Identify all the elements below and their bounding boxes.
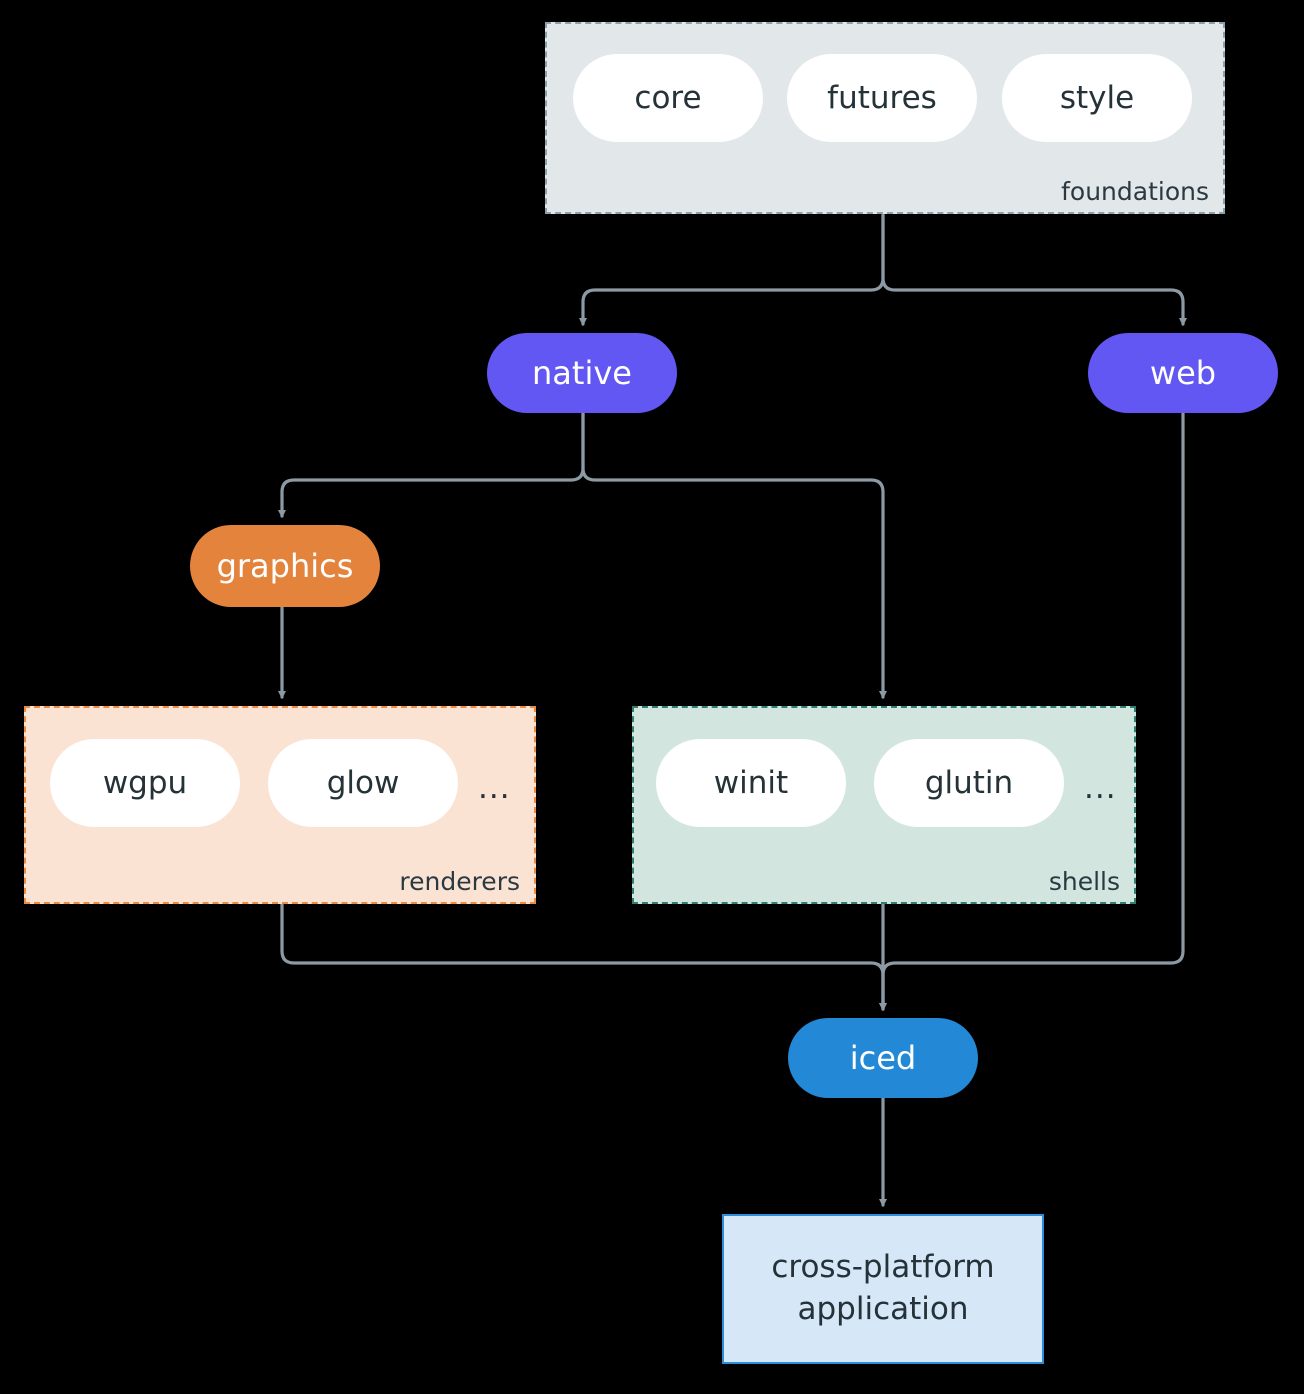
chip-style-label: style (1059, 80, 1135, 116)
chip-glutin[interactable]: glutin (874, 739, 1064, 827)
chip-style[interactable]: style (1002, 54, 1192, 142)
cluster-shells[interactable]: winit glutin ... shells (632, 706, 1136, 904)
chip-core-label: core (634, 80, 702, 116)
node-web[interactable]: web (1088, 333, 1278, 413)
chip-winit[interactable]: winit (656, 739, 846, 827)
cluster-renderers-label: renderers (399, 867, 520, 896)
chip-winit-label: winit (713, 765, 789, 801)
chip-futures-label: futures (827, 80, 937, 116)
node-application-label-line1: cross-platform (771, 1249, 995, 1286)
chip-glutin-label: glutin (924, 765, 1014, 801)
edge-web-iced (879, 411, 1185, 1011)
chip-glow[interactable]: glow (268, 739, 458, 827)
cluster-foundations[interactable]: core futures style foundations (545, 22, 1225, 214)
chip-glow-label: glow (326, 765, 400, 801)
cluster-shells-label: shells (1048, 867, 1120, 896)
node-application-label-line2: application (797, 1291, 969, 1327)
node-native[interactable]: native (487, 333, 677, 413)
chip-wgpu[interactable]: wgpu (50, 739, 240, 827)
node-iced[interactable]: iced (788, 1018, 978, 1098)
cluster-foundations-label: foundations (1061, 177, 1209, 206)
chip-futures[interactable]: futures (787, 54, 977, 142)
chip-wgpu-label: wgpu (102, 765, 188, 801)
node-graphics-label: graphics (216, 547, 354, 585)
cluster-renderers[interactable]: wgpu glow ... renderers (24, 706, 536, 904)
node-graphics[interactable]: graphics (190, 525, 380, 607)
node-native-label: native (532, 354, 632, 392)
node-iced-label: iced (849, 1039, 917, 1077)
node-cross-platform-application[interactable]: cross-platform application (722, 1214, 1044, 1364)
shells-overflow-ellipsis: ... (1084, 770, 1117, 806)
renderers-overflow-ellipsis: ... (478, 770, 511, 806)
edge-foundations-web (881, 213, 1187, 326)
chip-core[interactable]: core (573, 54, 763, 142)
edge-native-shells (581, 411, 887, 699)
node-web-label: web (1149, 354, 1217, 392)
